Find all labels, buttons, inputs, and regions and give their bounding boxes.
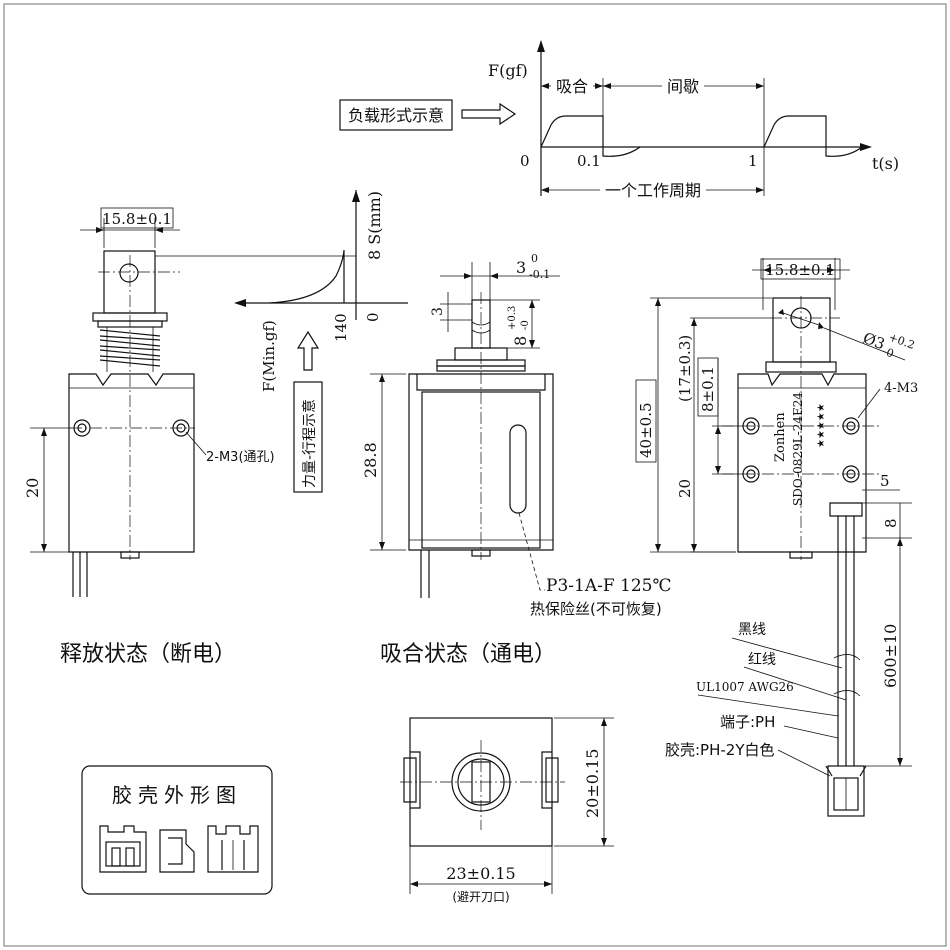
attract-height-dim: 28.8	[361, 442, 380, 478]
release-hole-note: 2-M3(通孔)	[206, 450, 275, 465]
attract-top-dim-sub: -0.1	[529, 268, 550, 281]
side-body	[737, 373, 867, 553]
stars-label: ★★★★★	[816, 403, 827, 448]
attract-shaft-dim-sub: -0	[520, 320, 531, 330]
attract-shaft-dim: 8	[511, 336, 530, 346]
attract-caption: 吸合状态（通电）	[380, 642, 556, 667]
attract-left-dim: 3	[430, 307, 446, 316]
phase-interval: 间歇	[667, 77, 699, 96]
load-tick-01: 0.1	[577, 152, 601, 170]
brand-label: Zonhen	[773, 412, 788, 462]
housing-side-icon	[159, 829, 195, 873]
release-height-dim: 20	[23, 478, 42, 498]
wire-top-dim: 8	[882, 518, 900, 528]
drawing-border	[3, 3, 947, 947]
load-x-arrow	[860, 143, 872, 151]
release-spring	[99, 329, 161, 367]
force-label-box	[293, 381, 323, 493]
red-wire-label: 红线	[748, 652, 776, 668]
bottom-width-note: (避开刀口)	[452, 890, 509, 904]
housing-front-icon	[99, 825, 147, 873]
lower-height-dim: 20	[676, 479, 694, 498]
terminal-label: 端子:PH	[720, 713, 775, 731]
housing-box-title: 胶壳外形图	[112, 783, 242, 807]
release-caption: 释放状态（断电）	[60, 642, 236, 667]
side-view: 15.8±0.1 Ø3 +0.2 -0 4-M3 Zonhen SDO-0829…	[635, 258, 918, 817]
force-label: 力量-行程示意	[301, 399, 318, 488]
load-pulse-2	[763, 115, 827, 148]
cycle-label: 一个工作周期	[605, 181, 701, 200]
release-body	[68, 373, 195, 553]
force-y-label: 8 S(mm)	[365, 191, 384, 260]
side-hole-dim-sub: -0	[881, 345, 896, 361]
load-release-2	[825, 146, 863, 157]
wire-tab	[829, 502, 863, 517]
load-y-arrow	[537, 40, 545, 52]
attract-top-dim: 3	[516, 258, 526, 277]
phase-attract: 吸合	[556, 77, 588, 96]
load-origin-label: 0	[520, 152, 530, 170]
load-form-chart: 负载形式示意 F(gf) t(s) 0 0.1 1 吸合 间歇 一个工作周期	[339, 40, 899, 200]
force-tick-140: 140	[332, 313, 350, 342]
part-number: SDO-0829L-24E24	[791, 392, 805, 506]
housing-label: 胶壳:PH-2Y白色	[665, 741, 775, 759]
black-wire-label: 黑线	[738, 622, 766, 638]
housing-outline-box: 胶壳外形图	[81, 765, 273, 895]
fuse-desc: 热保险丝(不可恢复)	[530, 600, 662, 618]
attract-frame	[408, 373, 554, 551]
load-y-axis-label: F(gf)	[488, 61, 528, 80]
wire-spec-label: UL1007 AWG26	[696, 680, 794, 694]
mid-height-dim: 8±0.1	[699, 366, 717, 412]
force-curve	[269, 249, 345, 304]
stroke-height-dim: (17±0.3)	[676, 335, 694, 402]
release-state-view: 15.8±0.1 2-M3(通孔) 20 释放状态（断电	[23, 207, 356, 667]
force-tick-0: 0	[364, 312, 382, 322]
force-x-label: F(Min.gf)	[260, 320, 278, 392]
bottom-width-dim: 23±0.15	[446, 864, 515, 883]
force-stroke-chart: 8 S(mm) 140 0 F(Min.gf) 力量-行程示意	[234, 190, 408, 493]
fuse-slot	[509, 424, 527, 514]
release-plunger-hole	[119, 263, 139, 283]
wire-offset-dim: 5	[880, 472, 890, 490]
load-tick-1: 1	[748, 152, 758, 170]
lead-length-dim: 600±10	[881, 624, 900, 688]
attract-state-view: 3 0 -0.1 3 8 +0.3 -0	[361, 252, 672, 667]
load-x-axis-label: t(s)	[872, 154, 899, 173]
force-up-arrow	[296, 330, 320, 371]
bottom-height-dim: 20±0.15	[583, 749, 602, 818]
release-width-dim: 15.8±0.1	[102, 210, 172, 228]
total-height-dim: 40±0.5	[637, 402, 655, 458]
fuse-model: P3-1A-F 125℃	[546, 576, 672, 596]
connector-housing	[827, 765, 865, 817]
housing-top-icon	[207, 825, 259, 873]
attract-coil	[421, 391, 541, 549]
side-hole-note: 4-M3	[884, 381, 918, 396]
attract-shaft-dim-sup: +0.3	[507, 306, 518, 330]
bottom-view: 20±0.15 23±0.15 (避开刀口)	[400, 717, 614, 904]
load-pulse-1	[540, 115, 604, 148]
load-form-arrow	[461, 102, 517, 126]
housing-box-frame	[81, 765, 273, 895]
load-form-label: 负载形式示意	[348, 106, 444, 125]
attract-top-dim-sup: 0	[531, 252, 538, 265]
side-width-dim: 15.8±0.1	[765, 261, 835, 279]
load-release-1	[602, 146, 641, 157]
load-form-label-box	[339, 99, 453, 131]
